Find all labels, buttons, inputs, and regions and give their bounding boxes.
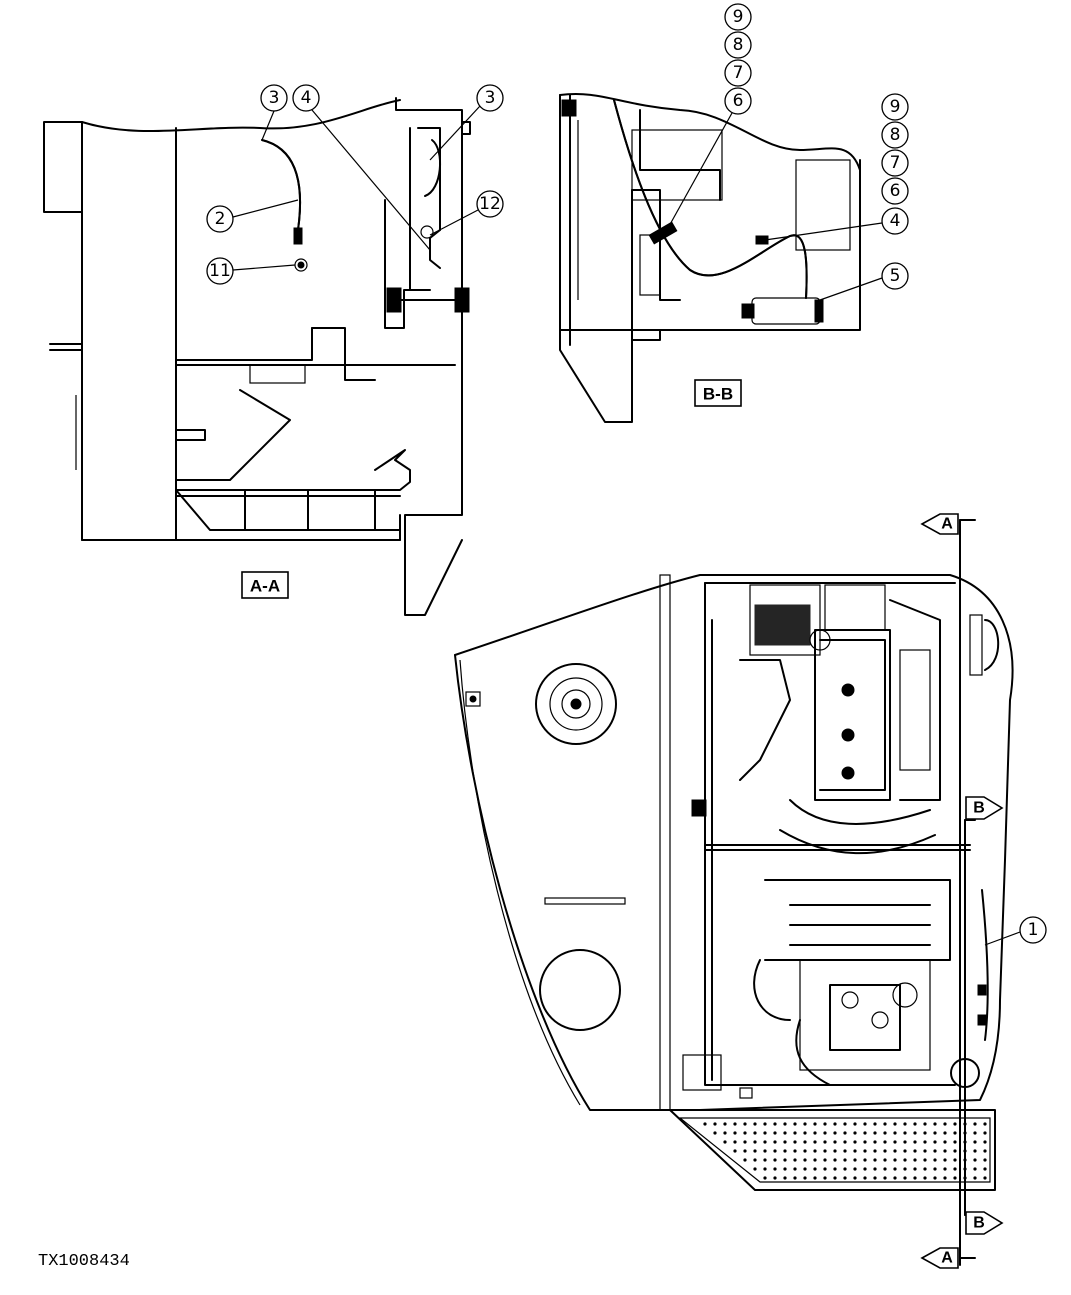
perforated-plate [703, 1122, 987, 1180]
callout-5: 5 [881, 262, 909, 290]
callout-8-top: 8 [724, 31, 752, 59]
svg-text:A: A [941, 516, 953, 533]
svg-text:7: 7 [733, 63, 744, 83]
view-label-aa: A-A [241, 571, 289, 599]
section-arrow-b-upper: B [965, 796, 1004, 820]
svg-text:4: 4 [301, 88, 312, 108]
callout-9-right: 9 [881, 93, 909, 121]
callout-3-right: 3 [476, 84, 504, 112]
svg-text:12: 12 [479, 194, 501, 214]
svg-text:3: 3 [485, 88, 496, 108]
callout-1: 1 [1019, 916, 1047, 944]
svg-text:8: 8 [733, 35, 744, 55]
callout-6-right: 6 [881, 177, 909, 205]
svg-text:11: 11 [209, 261, 231, 281]
svg-text:1: 1 [1028, 920, 1039, 940]
callout-7-top: 7 [724, 59, 752, 87]
callout-3-left: 3 [260, 84, 288, 112]
callout-7-right: 7 [881, 149, 909, 177]
section-arrow-a-top: A [920, 513, 959, 535]
svg-text:8: 8 [890, 125, 901, 145]
svg-text:4: 4 [890, 211, 901, 231]
svg-text:5: 5 [890, 266, 901, 286]
section-arrow-b-lower: B [965, 1211, 1004, 1235]
main-view-drawing [454, 519, 1014, 1266]
svg-text:A-A: A-A [250, 577, 280, 596]
callout-4-bb: 4 [881, 207, 909, 235]
svg-text:6: 6 [733, 91, 744, 111]
callout-6-top: 6 [724, 87, 752, 115]
svg-text:A: A [941, 1250, 953, 1267]
svg-text:B-B: B-B [703, 385, 733, 404]
callout-4-aa: 4 [292, 84, 320, 112]
callout-2: 2 [206, 205, 234, 233]
svg-text:9: 9 [890, 97, 901, 117]
svg-text:7: 7 [890, 153, 901, 173]
svg-text:B: B [973, 1215, 985, 1232]
callout-11: 11 [206, 257, 234, 285]
svg-text:B: B [973, 800, 985, 817]
svg-text:2: 2 [215, 209, 226, 229]
svg-text:3: 3 [269, 88, 280, 108]
svg-text:6: 6 [890, 181, 901, 201]
view-bb-drawing [559, 93, 861, 423]
callout-8-right: 8 [881, 121, 909, 149]
section-arrow-a-bottom: A [920, 1247, 959, 1269]
figure-id: TX1008434 [38, 1252, 130, 1271]
view-aa-drawing [43, 97, 471, 616]
callout-9-top: 9 [724, 3, 752, 31]
callout-12: 12 [476, 190, 504, 218]
view-label-bb: B-B [694, 379, 742, 407]
svg-text:9: 9 [733, 7, 744, 27]
